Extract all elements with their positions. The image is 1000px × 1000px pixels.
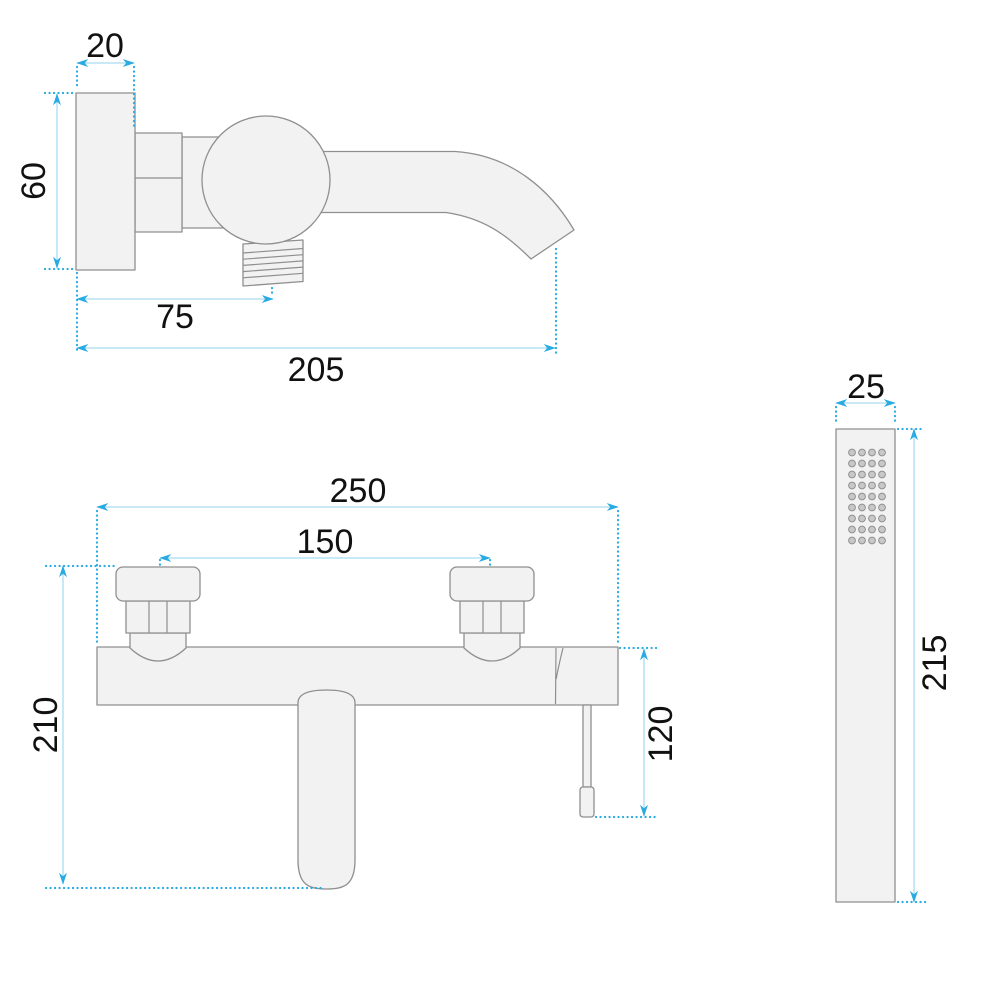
left-connector-cap (115, 566, 201, 602)
dim-plate-width: 20 (75, 27, 136, 131)
nozzle-dot (868, 536, 876, 545)
dim-lever-drop: 120 (594, 646, 680, 819)
nozzle-dot (868, 470, 876, 479)
dim-shower-length: 215 (896, 427, 954, 904)
tub-spout (297, 689, 356, 890)
nozzle-dot (878, 514, 886, 523)
nozzle-dot (878, 481, 886, 490)
hand-shower-body (835, 428, 896, 903)
nozzle-dot (868, 481, 876, 490)
nozzle-dot (848, 470, 856, 479)
dim-label-shower-length: 215 (916, 635, 954, 692)
dim-label-inlet-spacing: 150 (297, 523, 354, 561)
nozzle-dot (878, 459, 886, 468)
nozzle-dot (848, 481, 856, 490)
hand-shower-view: 25 215 (834, 368, 954, 904)
nozzle-dot (848, 536, 856, 545)
nozzle-dot (858, 448, 866, 457)
left-connector-hex-nut (125, 600, 191, 634)
nozzle-dot (858, 503, 866, 512)
dim-label-total-height: 210 (27, 697, 65, 754)
shower-hose-thread (242, 239, 304, 287)
nozzle-dot (858, 525, 866, 534)
nozzle-dot (868, 459, 876, 468)
nozzle-dot (878, 448, 886, 457)
nozzle-dot (868, 514, 876, 523)
dim-shower-width: 25 (834, 368, 897, 427)
nozzle-dot (878, 525, 886, 534)
nozzle-dot (858, 514, 866, 523)
nozzle-dot (878, 536, 886, 545)
nozzle-dot (858, 536, 866, 545)
nozzle-dot (848, 492, 856, 501)
left-connector-collar (129, 632, 187, 662)
dim-label-lever-drop: 120 (642, 706, 680, 763)
nozzle-grid (848, 448, 886, 545)
dim-label-body-width: 250 (330, 472, 387, 510)
mixer-front-view: 250 150 210 120 (27, 472, 680, 890)
dim-plate-height: 60 (15, 91, 75, 271)
control-knob-circle (201, 115, 331, 245)
nozzle-dot (848, 514, 856, 523)
dim-label-shower-width: 25 (847, 368, 885, 406)
nozzle-dot (878, 470, 886, 479)
nozzle-dot (858, 459, 866, 468)
dim-label-total-length: 205 (288, 351, 345, 389)
nozzle-dot (848, 459, 856, 468)
right-connector-hex-nut (459, 600, 525, 634)
nozzle-dot (878, 492, 886, 501)
dim-label-thread-offset: 75 (156, 298, 194, 336)
dim-label-plate-height: 60 (15, 162, 53, 200)
nozzle-dot (858, 492, 866, 501)
dim-thread-offset: 75 (76, 286, 274, 336)
lever-handle (579, 704, 595, 818)
nozzle-dot (868, 503, 876, 512)
wall-plate (75, 92, 136, 271)
nozzle-dot (868, 448, 876, 457)
lever-rod (582, 704, 592, 788)
nozzle-dot (878, 503, 886, 512)
dim-total-length: 205 (75, 247, 558, 389)
dim-body-width: 250 (95, 472, 620, 647)
lever-joint-lines (554, 647, 564, 705)
dim-label-plate-width: 20 (86, 27, 124, 65)
left-inlet-connector (115, 566, 201, 662)
right-connector-cap (449, 566, 535, 602)
right-connector-collar (463, 632, 521, 662)
nozzle-dot (868, 492, 876, 501)
nozzle-dot (868, 525, 876, 534)
nozzle-dot (848, 525, 856, 534)
nozzle-dot (848, 503, 856, 512)
mixer-body-bar (96, 646, 619, 706)
faucet-side-view: 20 60 75 205 (15, 27, 575, 389)
dim-total-height: 210 (27, 564, 327, 890)
nozzle-dot (858, 470, 866, 479)
nozzle-dot (858, 481, 866, 490)
mixer-body-front (134, 132, 183, 233)
nozzle-dot (848, 448, 856, 457)
right-inlet-connector (449, 566, 535, 662)
lever-tip (579, 786, 595, 818)
dim-inlet-spacing: 150 (158, 523, 492, 567)
spout (299, 150, 575, 260)
